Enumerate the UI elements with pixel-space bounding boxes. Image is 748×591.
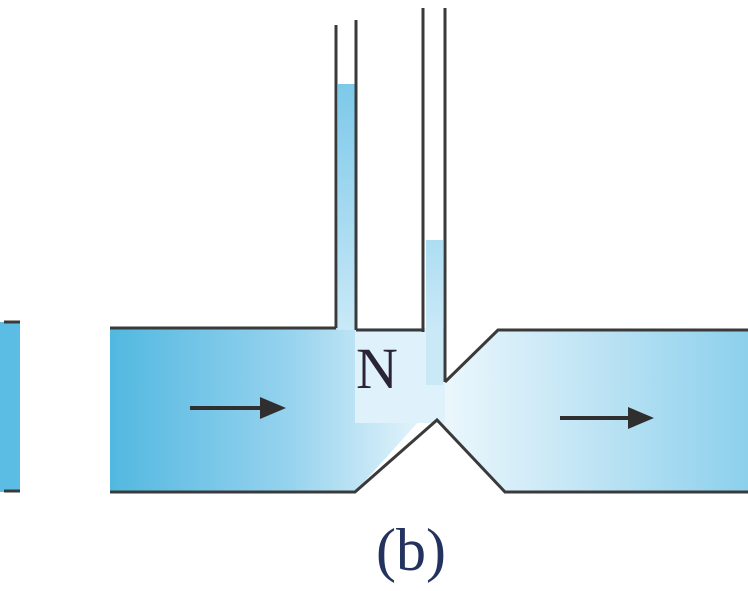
adjacent-figure-fragment	[0, 320, 20, 493]
point-label-n: N	[356, 336, 398, 401]
flow-direction-arrow	[190, 397, 286, 419]
flow-direction-arrow	[560, 407, 654, 429]
pipe-walls	[110, 326, 748, 494]
figure-caption: (b)	[376, 517, 446, 583]
manometer-tube-right	[421, 8, 447, 385]
manometer-tube-left	[334, 20, 358, 330]
